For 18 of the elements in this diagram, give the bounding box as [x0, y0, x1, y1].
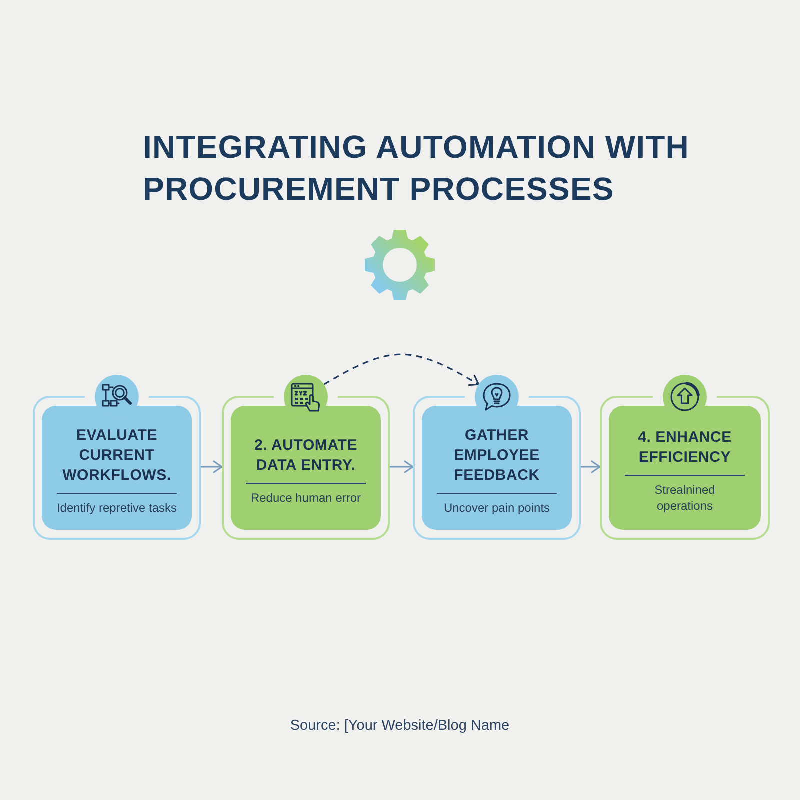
arrow: [201, 460, 223, 474]
step-title: GATHER EMPLOYEE FEEDBACK: [453, 426, 541, 486]
step-card: [222, 375, 390, 540]
step-title: EVALUATE CURRENT WORKFLOWS.: [62, 426, 172, 486]
source-note: Source: [Your Website/Blog Name: [290, 717, 510, 735]
step-description: Uncover pain points: [442, 500, 552, 516]
step-description: Reduce human error: [250, 490, 362, 506]
step-card: [413, 375, 581, 540]
arrow: [581, 460, 601, 474]
title: INTEGRATING AUTOMATION WITH PROCUREMENT PROCESSES: [143, 128, 691, 209]
step-card: [600, 375, 770, 540]
step-description: Strealnined operations: [654, 482, 716, 514]
step-title: 2. AUTOMATE DATA ENTRY.: [253, 436, 359, 476]
dashed-arrow: [324, 354, 480, 386]
arrow: [390, 460, 414, 474]
step-title: 4. ENHANCE EFFICIENCY: [637, 428, 733, 468]
step-card: [33, 375, 201, 540]
step-description: Identify repretive tasks: [56, 500, 178, 516]
